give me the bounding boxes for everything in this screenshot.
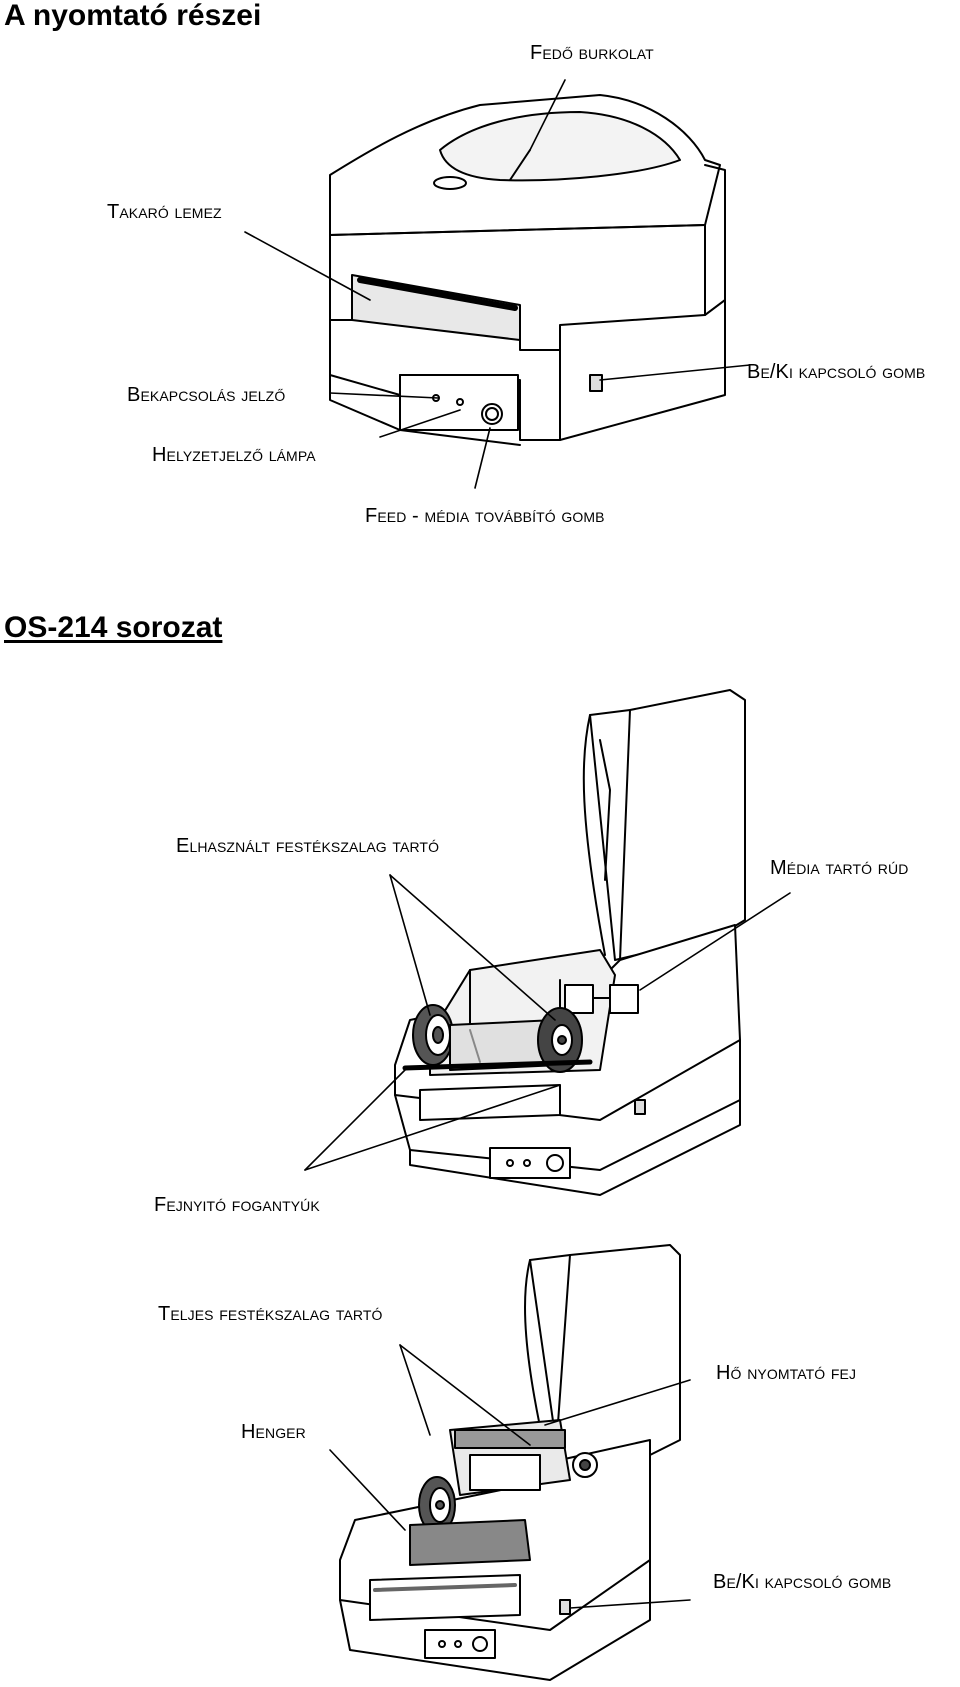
label-media-holder-rod: Média tartó rúd: [770, 857, 909, 879]
figure3-leader-lines: [330, 1345, 690, 1608]
label-top-cover: Fedő burkolat: [530, 42, 654, 64]
printer-open-illustration: [395, 690, 745, 1195]
printer-open-ribbon-illustration: [340, 1245, 680, 1680]
label-used-ribbon-holder: Elhasznált festékszalag tartó: [176, 835, 440, 857]
label-power-switch-2: Be/Ki kapcsoló gomb: [713, 1571, 892, 1593]
figure1-leader-lines: [245, 80, 750, 488]
label-head-release-levers: Fejnyitó fogantyúk: [154, 1194, 320, 1216]
figure2-leader-lines: [305, 875, 790, 1170]
label-status-lamp: Helyzetjelző lámpa: [152, 444, 316, 466]
label-full-ribbon-holder: Teljes festékszalag tartó: [158, 1303, 383, 1325]
printer-closed-illustration: [330, 95, 725, 445]
label-power-switch: Be/Ki kapcsoló gomb: [747, 361, 926, 383]
label-thermal-head: Hő nyomtató fej: [716, 1362, 857, 1384]
series-heading: OS-214 sorozat: [4, 611, 223, 644]
label-platen-roller: Henger: [241, 1421, 306, 1443]
label-feed-button: Feed - média továbbító gomb: [365, 505, 605, 527]
page-title: A nyomtató részei: [4, 0, 262, 32]
label-power-indicator: Bekapcsolás jelző: [127, 384, 286, 406]
label-cover-plate: Takaró lemez: [107, 201, 222, 223]
